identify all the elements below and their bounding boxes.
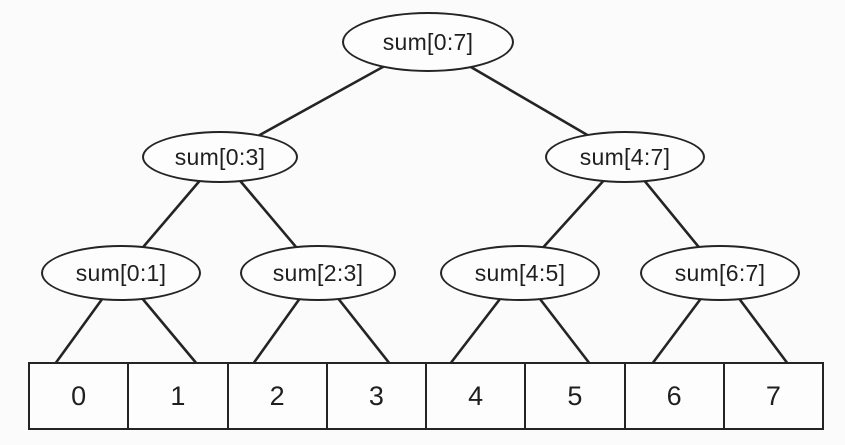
tree-node-label: sum[0:7] (382, 28, 474, 55)
array-cell-3: 3 (328, 364, 427, 428)
array-cell-1: 1 (129, 364, 229, 428)
tree-node-label: sum[4:5] (474, 259, 566, 286)
tree-node-sum-2-3: sum[2:3] (240, 245, 396, 301)
array-cell-2: 2 (229, 364, 328, 428)
tree-node-sum-4-5: sum[4:5] (440, 245, 600, 301)
array-cell-5: 5 (526, 364, 626, 428)
array-cell-7: 7 (765, 380, 781, 411)
tree-node-label: sum[4:7] (579, 143, 671, 170)
tree-node-sum-0-1: sum[0:1] (41, 245, 201, 301)
array-cell-4: 4 (427, 364, 527, 428)
array-cell-6: 6 (626, 364, 725, 428)
tree-node-label: sum[0:3] (174, 143, 266, 170)
array-row: 0 1 2 3 4 5 6 7 (28, 362, 824, 430)
tree-node-sum-6-7: sum[6:7] (640, 245, 800, 301)
tree-node-label: sum[6:7] (674, 259, 766, 286)
tree-node-sum-4-7: sum[4:7] (545, 131, 705, 183)
tree-node-label: sum[0:1] (75, 259, 167, 286)
array-cell-0: 0 (30, 364, 130, 428)
tree-node-sum-0-3: sum[0:3] (142, 131, 298, 183)
tree-node-sum-0-7: sum[0:7] (342, 12, 514, 72)
tree-node-label: sum[2:3] (272, 259, 364, 286)
